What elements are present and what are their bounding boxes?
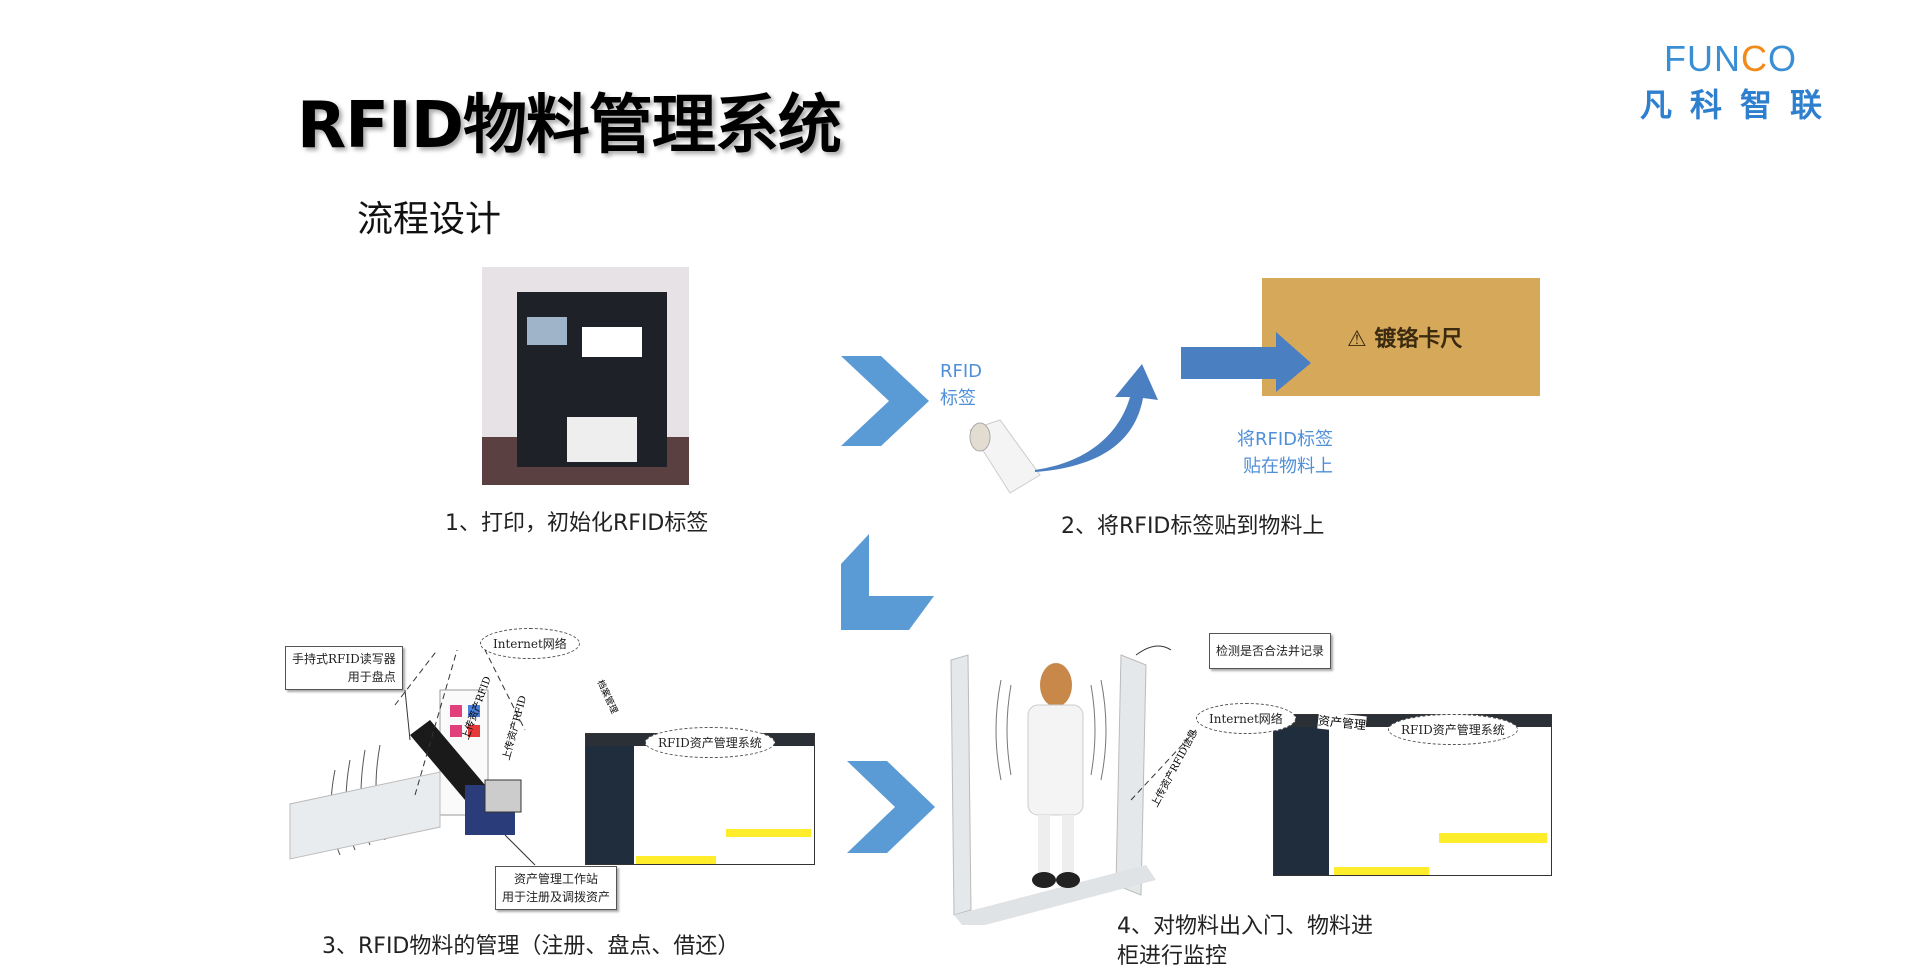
step4-caption: 4、对物料出入门、物料进柜进行监控 bbox=[1117, 914, 1373, 969]
security-gate-image bbox=[950, 645, 1197, 925]
chevron-right-icon bbox=[847, 761, 935, 853]
arrow-right-icon bbox=[1181, 332, 1311, 392]
step1-caption: 1、打印，初始化RFID标签 bbox=[445, 511, 709, 536]
step2-caption: 2、将RFID标签贴到物料上 bbox=[1061, 514, 1325, 539]
internet-cloud: Internet网络 bbox=[1196, 703, 1296, 734]
step3-caption: 3、RFID物料的管理（注册、盘点、借还） bbox=[322, 934, 740, 959]
logo-cn-text: 凡科智联 bbox=[1640, 86, 1841, 124]
chevron-right-icon bbox=[841, 356, 929, 446]
system-cloud: RFID资产管理系统 bbox=[645, 727, 775, 758]
curved-arrow-icon bbox=[1035, 364, 1158, 472]
system-cloud: RFID资产管理系统 bbox=[1388, 714, 1518, 745]
section-subtitle: 流程设计 bbox=[357, 199, 502, 240]
rfid-tag-roll-image bbox=[969, 419, 1041, 494]
workstation-note: 资产管理工作站用于注册及调拨资产 bbox=[495, 866, 618, 910]
logo: FUNCO bbox=[1664, 38, 1798, 79]
printer-image bbox=[482, 267, 689, 485]
arrow-down-left-icon bbox=[841, 534, 934, 630]
svg-text:⚠ 镀铬卡尺: ⚠ 镀铬卡尺 bbox=[1347, 326, 1462, 352]
asset-network-diagram bbox=[289, 650, 536, 866]
detect-note: 检测是否合法并记录 bbox=[1209, 633, 1332, 669]
page-title: RFID物料管理系统 bbox=[297, 89, 842, 163]
internet-cloud: Internet网络 bbox=[480, 628, 580, 659]
attach-tag-note: 将RFID标签贴在物料上 bbox=[1237, 429, 1334, 477]
ruler-material-image: ⚠ 镀铬卡尺 bbox=[1262, 278, 1540, 396]
handheld-reader-note: 手持式RFID读写器用于盘点 bbox=[285, 646, 403, 690]
